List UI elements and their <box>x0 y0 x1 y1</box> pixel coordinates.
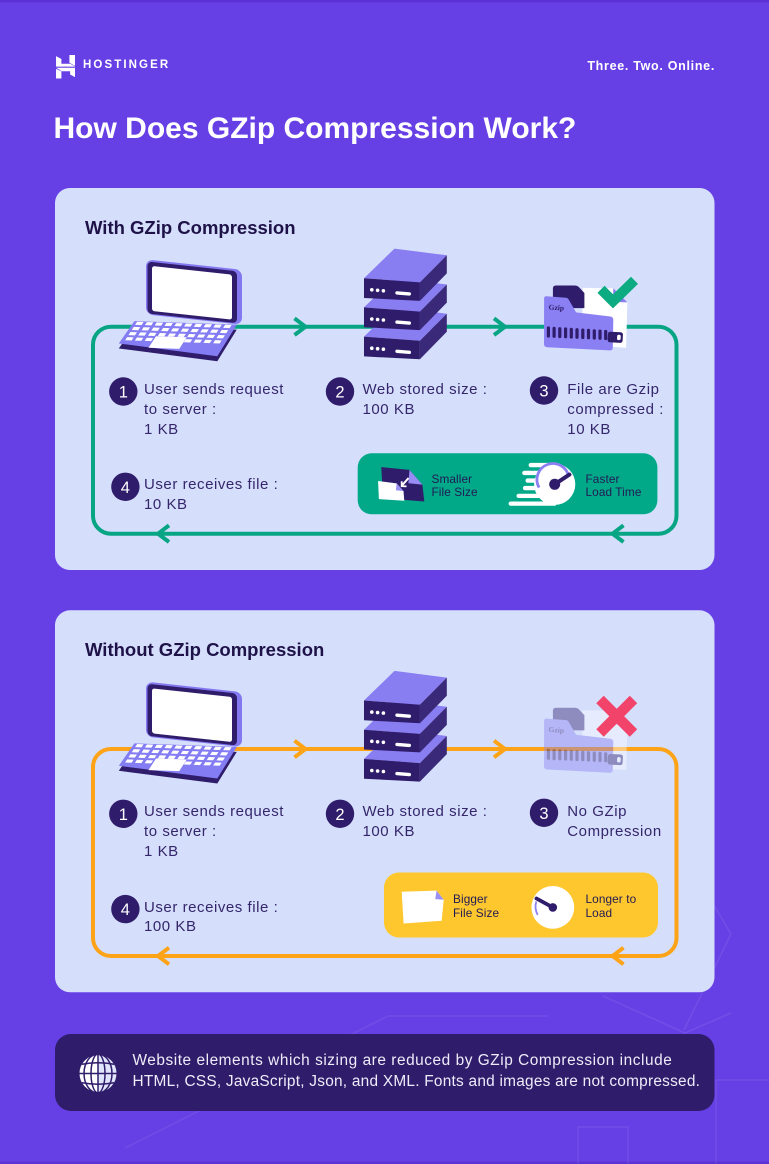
svg-text:1: 1 <box>119 384 128 402</box>
svg-text:3: 3 <box>539 805 548 823</box>
svg-text:1: 1 <box>119 806 128 824</box>
svg-text:2: 2 <box>335 384 344 402</box>
svg-text:2: 2 <box>335 806 344 824</box>
svg-text:4: 4 <box>121 479 130 497</box>
svg-text:3: 3 <box>539 383 548 401</box>
svg-text:4: 4 <box>121 901 130 919</box>
